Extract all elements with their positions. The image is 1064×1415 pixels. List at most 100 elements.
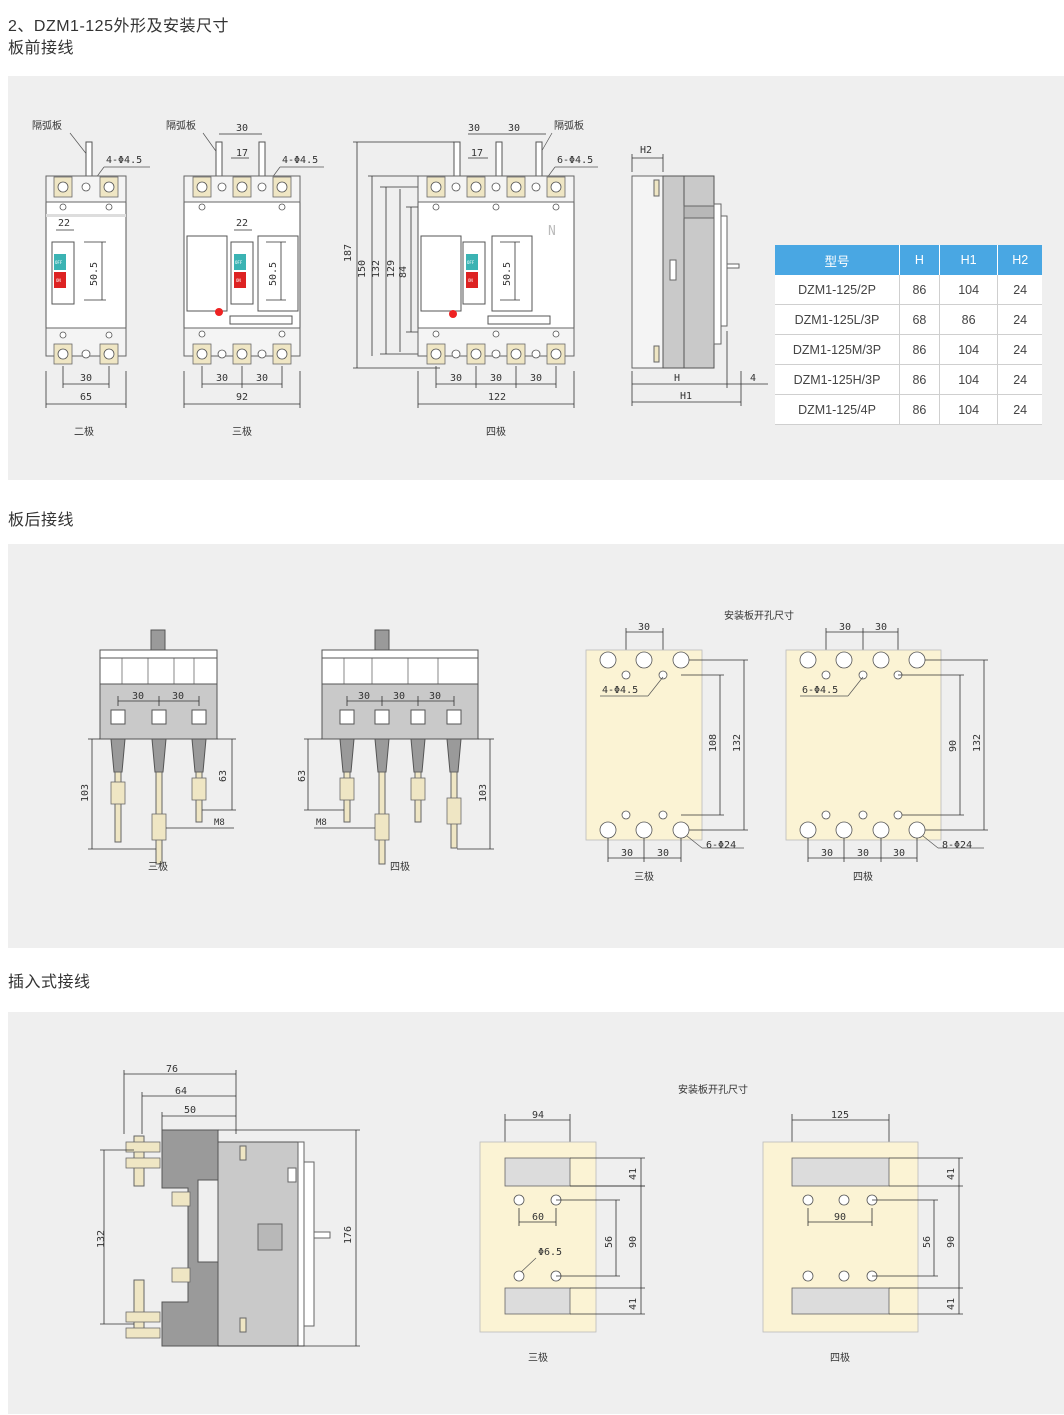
dim-30-a: 30 [216,373,228,384]
plugin-four-pole-cut: 125 41 90 56 90 41 四极 [762,1110,963,1364]
cell-h2: 24 [997,364,1042,395]
back-wiring-panel: 30 30 103 63 M8 三极 [8,544,1064,948]
four-pole-caption: 四极 [486,425,506,438]
toggle-off [54,254,66,270]
plugin-wiring-panel: 76 64 50 132 [8,1012,1064,1414]
header-h1: H1 [939,245,999,275]
arc-plate-label: 隔弧板 [554,119,584,132]
dim-94: 94 [532,1110,544,1121]
dim-30-b: 30 [256,373,268,384]
dim-30: 30 [80,373,92,384]
dim-30-top: 30 [236,123,248,134]
dim-h2: H2 [640,145,652,156]
dim-90-horizontal: 90 [834,1212,846,1223]
table-row: DZM1-125/2P 86 104 24 [775,275,1042,305]
plugin-three-pole-caption: 三极 [528,1351,548,1364]
dim-90: 90 [946,1236,957,1248]
header-model: 型号 [775,245,900,275]
panel-cut-title: 安装板开孔尺寸 [724,609,794,622]
dim-30-a: 30 [621,848,633,859]
dim-56: 56 [922,1236,933,1248]
dim-h: H [674,373,680,384]
dim-90: 90 [628,1236,639,1248]
hole-spec-label: 6-Φ4.5 [557,155,593,166]
svg-text:OFF: OFF [467,260,475,265]
dim-30-c: 30 [429,691,441,702]
dim-22: 22 [236,218,248,229]
arc-plate [85,141,93,181]
section-heading-plugin-wiring: 插入式接线 [8,974,91,991]
cell-h: 86 [899,275,940,305]
three-pole-front-view: 隔弧板 30 17 4-Φ4.5 OFF ON [166,119,324,438]
plugin-four-pole-caption: 四极 [830,1351,850,1364]
hole-spec-label: 4-Φ4.5 [282,155,318,166]
cell-h1: 104 [939,364,999,395]
dim-30-b: 30 [657,848,669,859]
dim-30-a: 30 [468,123,480,134]
dim-150: 150 [357,260,368,278]
cell-model: DZM1-125/4P [775,394,900,425]
dim-60: 60 [532,1212,544,1223]
dim-64: 64 [175,1086,187,1097]
cell-model: DZM1-125M/3P [775,334,900,365]
dim-103: 103 [478,784,489,802]
dim-41-top: 41 [946,1168,957,1180]
header-h: H [899,245,940,275]
four-pole-back-caption: 四极 [390,860,410,873]
dim-h1: H1 [680,391,692,402]
cell-h: 86 [899,364,940,395]
hole-spec-label: 4-Φ4.5 [602,685,638,696]
mounting-plate [785,649,942,841]
hole-spec-label: 6-Φ4.5 [802,685,838,696]
cell-h2: 24 [997,275,1042,305]
arc-plate-label: 隔弧板 [32,119,62,132]
dim-30-a: 30 [358,691,370,702]
three-pole-back-view: 30 30 103 63 M8 三极 [80,629,236,873]
dim-41-top: 41 [628,1168,639,1180]
section-heading-back-wiring: 板后接线 [8,512,75,529]
dim-63: 63 [218,770,229,782]
four-pole-front-view: 30 30 隔弧板 17 6-Φ4.5 187 150 132 129 [343,119,598,438]
cell-h2: 24 [997,304,1042,335]
cell-h1: 104 [939,275,999,305]
toggle-on [54,272,66,288]
table-row: DZM1-125M/3P 86 104 24 [775,334,1042,365]
thread-m8: M8 [316,818,327,828]
cell-h: 68 [899,304,940,335]
neutral-marker: N [548,224,556,239]
cell-h2: 24 [997,394,1042,425]
header-h2: H2 [997,245,1042,275]
dim-129: 129 [386,260,397,278]
four-pole-cut-caption: 四极 [853,870,873,883]
table-row: DZM1-125L/3P 68 86 24 [775,304,1042,335]
back-wiring-drawings: 30 30 103 63 M8 三极 [80,609,988,883]
dim-30-b: 30 [393,691,405,702]
dim-50-5: 50.5 [502,262,513,286]
dim-4: 4 [750,373,756,384]
plugin-three-pole-cut: 94 41 60 Φ6.5 56 90 41 三极 [479,1110,645,1364]
three-pole-caption: 三极 [232,425,252,438]
dim-30-top: 30 [638,622,650,633]
section-heading-front-wiring: 板前接线 [8,40,75,57]
cell-model: DZM1-125L/3P [775,304,900,335]
cell-h: 86 [899,334,940,365]
dim-125: 125 [831,1110,849,1121]
dim-30-c: 30 [821,848,833,859]
dim-132: 132 [732,734,743,752]
dim-63: 63 [297,770,308,782]
cell-h1: 86 [939,304,999,335]
four-pole-back-view: 30 30 30 63 103 M8 四极 [297,629,494,873]
dim-30-e: 30 [530,373,542,384]
dim-65: 65 [80,392,92,403]
cell-h1: 104 [939,394,999,425]
dim-17: 17 [471,148,483,159]
table-row: DZM1-125H/3P 86 104 24 [775,364,1042,395]
dim-132: 132 [972,734,983,752]
dim-132: 132 [96,1230,107,1248]
dim-30-c: 30 [450,373,462,384]
front-wiring-side-view: H2 H 4 H1 [631,145,768,406]
three-pole-panel-cut: 30 4-Φ4.5 108 132 30 30 6-Φ24 三极 [585,622,748,883]
dim-50-5: 50.5 [89,262,100,286]
hole-spec-label: 4-Φ4.5 [106,155,142,166]
cell-h2: 24 [997,334,1042,365]
